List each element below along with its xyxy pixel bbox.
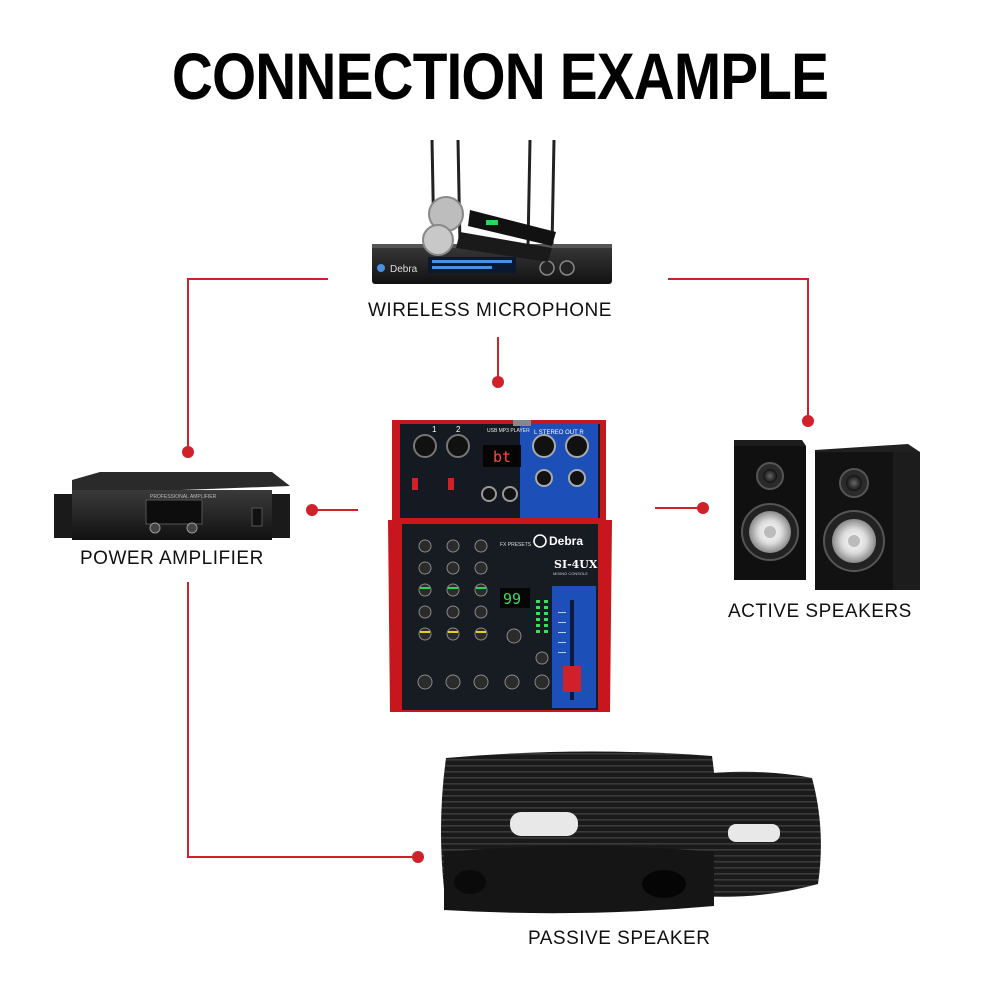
- line-mic-to-active: [668, 278, 809, 421]
- active-speaker-left: [734, 440, 806, 580]
- mixer-image: bt USB MP3 PLAYER L STEREO OUT R 1 2: [388, 420, 612, 712]
- wireless-microphone-image: Debra: [372, 139, 612, 284]
- power-amplifier-label: POWER AMPLIFIER: [80, 548, 264, 569]
- dot-mixer-top: [492, 376, 504, 388]
- mixer-usb-label: USB MP3 PLAYER: [487, 428, 530, 434]
- line-mic-to-amp: [187, 278, 328, 452]
- mixer-brand: Debra: [549, 534, 583, 548]
- connection-dots: [182, 376, 814, 863]
- mixer-fx-display: 99: [503, 590, 521, 608]
- dot-amp-top: [182, 446, 194, 458]
- passive-speaker-rear: [700, 771, 821, 897]
- mixer-sub-label: MIXING CONSOLE: [553, 571, 588, 576]
- mixer-usb-display: bt: [493, 448, 511, 466]
- active-speakers-label: ACTIVE SPEAKERS: [728, 601, 912, 622]
- mixer-model: SI-4UX: [554, 558, 598, 571]
- mixer-ch2-label: 2: [456, 425, 461, 434]
- amplifier-panel-text: PROFESSIONAL AMPLIFIER: [150, 494, 217, 500]
- page-title: CONNECTION EXAMPLE: [171, 39, 829, 113]
- dot-active-top: [802, 415, 814, 427]
- passive-speaker-image: [441, 751, 821, 914]
- handheld-microphones: [422, 196, 556, 262]
- connection-lines: [187, 278, 809, 858]
- line-amp-to-passive: [187, 582, 418, 858]
- mixer-stereo-out-label: L STEREO OUT R: [534, 430, 584, 436]
- wireless-microphone-label: WIRELESS MICROPHONE: [368, 300, 612, 321]
- dot-amp-right: [306, 504, 318, 516]
- microphone-brand: Debra: [390, 264, 418, 275]
- active-speakers-image: [734, 440, 920, 590]
- mixer-fx-presets-label: FX PRESETS: [500, 542, 532, 548]
- passive-speaker-front: [441, 751, 718, 914]
- passive-speaker-label: PASSIVE SPEAKER: [528, 928, 711, 949]
- power-amplifier-image: PROFESSIONAL AMPLIFIER: [54, 472, 290, 540]
- dot-passive-left: [412, 851, 424, 863]
- active-speaker-right: [815, 444, 920, 590]
- dot-active-left: [697, 502, 709, 514]
- mixer-ch1-label: 1: [432, 425, 437, 434]
